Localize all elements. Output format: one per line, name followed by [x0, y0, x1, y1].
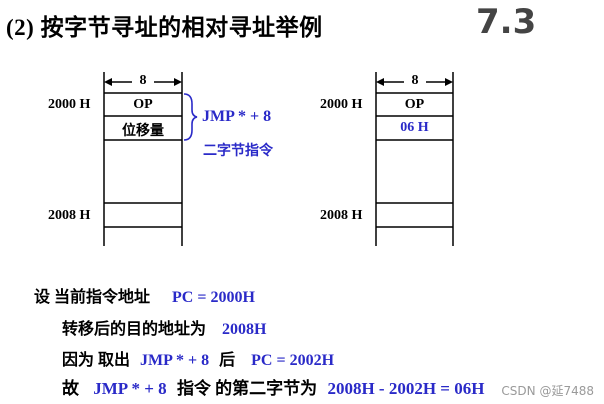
line3-label-2: 后: [219, 352, 236, 369]
left-addr-2000: 2000 H: [48, 97, 91, 112]
page-title: (2) 按字节寻址的相对寻址举例: [6, 15, 323, 40]
line1-value: PC = 2000H: [172, 289, 255, 306]
right-cell-offset: 06 H: [400, 120, 429, 135]
text-line-2: 转移后的目的地址为 2008H: [62, 315, 266, 339]
right-width-label: 8: [411, 73, 419, 88]
line4-value: 2008H - 2002H = 06H: [327, 379, 485, 398]
right-cell-op: OP: [404, 97, 425, 112]
line3-value: PC = 2002H: [251, 352, 335, 369]
line2-label: 转移后的目的地址为: [62, 321, 207, 338]
left-cell-op: OP: [133, 97, 153, 112]
section-number: 7.3: [476, 2, 537, 42]
text-line-3: 因为 取出 JMP * + 8 后 PC = 2002H: [62, 346, 334, 370]
right-addr-2000: 2000 H: [320, 97, 363, 112]
annotation-instruction: JMP * + 8: [202, 108, 272, 125]
line4-label-2: 指令 的第二字节为: [176, 379, 318, 398]
line2-value: 2008H: [222, 321, 267, 338]
left-width-label: 8: [139, 73, 147, 88]
left-cell-displacement: 位移量: [122, 124, 164, 139]
left-memory-diagram: [103, 72, 198, 246]
line4-instruction: JMP * + 8: [93, 379, 167, 398]
line3-label-1: 因为 取出: [62, 352, 131, 369]
annotation-two-byte: 二字节指令: [203, 144, 273, 159]
right-addr-2008: 2008 H: [320, 208, 363, 223]
text-line-1: 设 当前指令地址 PC = 2000H: [34, 283, 255, 307]
watermark: CSDN @延7488: [501, 384, 594, 398]
line1-label: 设 当前指令地址: [34, 289, 151, 306]
left-addr-2008: 2008 H: [48, 208, 91, 223]
line3-instruction: JMP * + 8: [140, 352, 210, 369]
text-line-4: 故 JMP * + 8 指令 的第二字节为 2008H - 2002H = 06…: [62, 374, 484, 399]
right-memory-diagram: [375, 72, 454, 246]
line4-label-1: 故: [62, 379, 79, 398]
